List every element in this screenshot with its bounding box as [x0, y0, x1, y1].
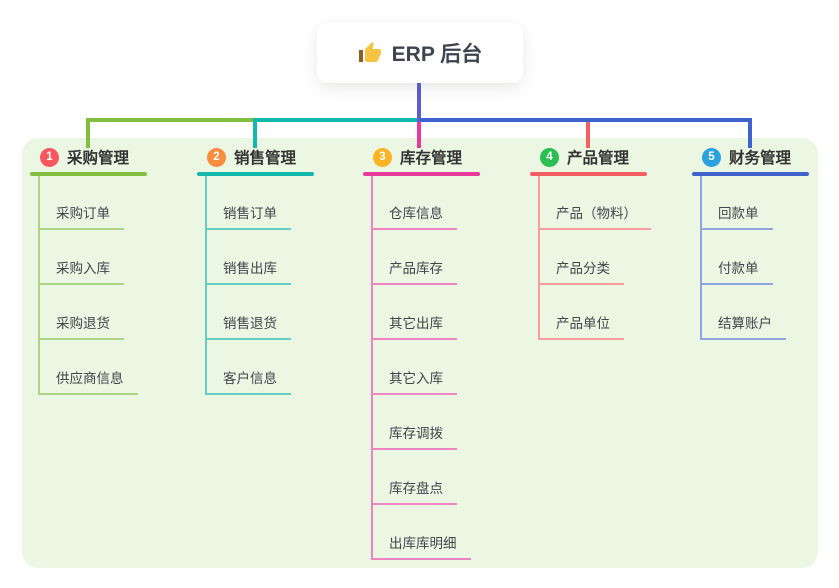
- connector-drop-inventory: [417, 122, 421, 148]
- node-sales-return[interactable]: 销售退货: [205, 314, 291, 340]
- branch-underline: [530, 172, 647, 176]
- branch-number-badge: 2: [207, 147, 226, 167]
- node-product-material[interactable]: 产品（物料）: [538, 204, 651, 230]
- root-node-erp[interactable]: ERP 后台: [317, 22, 523, 83]
- branch-title-label: 采购管理: [67, 150, 130, 167]
- connector-bus-purchase: [86, 118, 257, 122]
- connector-bus-finance: [417, 118, 752, 122]
- connector-drop-sales: [253, 118, 257, 148]
- branches-panel: [22, 138, 818, 568]
- branch-title-label: 产品管理: [567, 150, 630, 167]
- connector-bus-sales: [253, 118, 421, 122]
- branch-spine: [700, 176, 702, 340]
- node-stock-check[interactable]: 库存盘点: [371, 479, 457, 505]
- node-stock-transfer[interactable]: 库存调拨: [371, 424, 457, 450]
- branch-spine: [538, 176, 540, 340]
- node-supplier-info[interactable]: 供应商信息: [38, 369, 138, 395]
- node-product-category[interactable]: 产品分类: [538, 259, 624, 285]
- branch-inventory-title[interactable]: 3 库存管理: [363, 146, 527, 168]
- branch-finance: 5 财务管理 回款单 付款单 结算账户: [692, 146, 839, 570]
- branch-number-badge: 5: [702, 147, 721, 167]
- connector-drop-finance: [748, 118, 752, 148]
- branch-sales-title[interactable]: 2 销售管理: [197, 146, 361, 168]
- node-outbound-detail[interactable]: 出库库明细: [371, 534, 471, 560]
- branch-title-label: 财务管理: [729, 150, 792, 167]
- branch-product: 4 产品管理 产品（物料） 产品分类 产品单位: [530, 146, 694, 570]
- branch-purchase-title[interactable]: 1 采购管理: [30, 146, 194, 168]
- branch-underline: [363, 172, 480, 176]
- branch-sales: 2 销售管理 销售订单 销售出库 销售退货 客户信息: [197, 146, 361, 570]
- connector-root-stem: [417, 83, 421, 122]
- branch-inventory: 3 库存管理 仓库信息 产品库存 其它出库 其它入库 库存调拨 库存盘点 出库库…: [363, 146, 527, 570]
- node-purchase-return[interactable]: 采购退货: [38, 314, 124, 340]
- branch-title-label: 销售管理: [234, 150, 297, 167]
- thumbs-up-icon: [358, 41, 382, 65]
- branch-underline: [30, 172, 147, 176]
- node-other-outbound[interactable]: 其它出库: [371, 314, 457, 340]
- branch-purchase: 1 采购管理 采购订单 采购入库 采购退货 供应商信息: [30, 146, 194, 570]
- connector-drop-purchase: [86, 118, 90, 148]
- root-node-label: ERP 后台: [391, 42, 483, 66]
- branch-number-badge: 1: [40, 147, 59, 167]
- branch-number-badge: 3: [373, 147, 392, 167]
- branch-underline: [692, 172, 809, 176]
- branch-number-badge: 4: [540, 147, 559, 167]
- node-sales-order[interactable]: 销售订单: [205, 204, 291, 230]
- node-purchase-order[interactable]: 采购订单: [38, 204, 124, 230]
- node-receipt-bill[interactable]: 回款单: [700, 204, 773, 230]
- branch-underline: [197, 172, 314, 176]
- node-settlement-account[interactable]: 结算账户: [700, 314, 786, 340]
- branch-spine: [205, 176, 207, 395]
- node-purchase-inbound[interactable]: 采购入库: [38, 259, 124, 285]
- node-warehouse-info[interactable]: 仓库信息: [371, 204, 457, 230]
- node-other-inbound[interactable]: 其它入库: [371, 369, 457, 395]
- branch-title-label: 库存管理: [400, 150, 463, 167]
- node-payment-bill[interactable]: 付款单: [700, 259, 773, 285]
- connector-drop-product: [586, 122, 590, 148]
- branch-spine: [371, 176, 373, 560]
- node-sales-outbound[interactable]: 销售出库: [205, 259, 291, 285]
- branch-product-title[interactable]: 4 产品管理: [530, 146, 694, 168]
- node-product-unit[interactable]: 产品单位: [538, 314, 624, 340]
- node-product-stock[interactable]: 产品库存: [371, 259, 457, 285]
- node-customer-info[interactable]: 客户信息: [205, 369, 291, 395]
- branch-finance-title[interactable]: 5 财务管理: [692, 146, 839, 168]
- branch-spine: [38, 176, 40, 395]
